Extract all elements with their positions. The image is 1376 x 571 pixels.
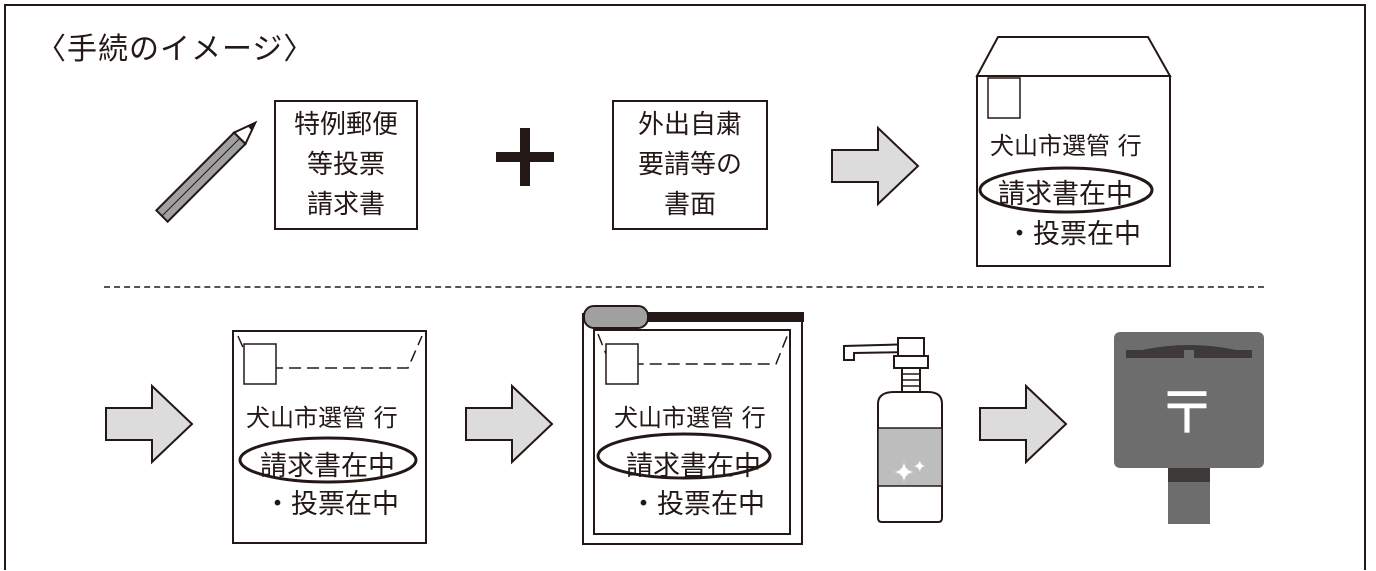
pencil-icon: [154, 120, 258, 224]
postbox-mark: 〒: [1158, 379, 1217, 447]
post-box-icon: [1114, 332, 1264, 524]
sanitizer-bottle-icon: [843, 337, 943, 523]
envelope-sub-text: ・投票在中: [630, 489, 765, 520]
envelope-sub-text: ・投票在中: [264, 489, 399, 520]
envelope-sub-text: ・投票在中: [1006, 219, 1141, 250]
envelope-circled-text: 請求書在中: [998, 179, 1133, 210]
stay-home-doc: 外出自粛 要請等の 書面: [612, 100, 768, 230]
arrow-right-icon: [105, 383, 194, 465]
plus-icon: [496, 128, 554, 186]
envelope-circled-text: 請求書在中: [626, 451, 761, 482]
request-form-text: 特例郵便 等投票 請求書: [293, 110, 398, 220]
request-form-doc: 特例郵便 等投票 請求書: [274, 100, 418, 230]
envelope-icon: [975, 36, 1172, 267]
stay-home-doc-text: 外出自粛 要請等の 書面: [637, 110, 742, 220]
envelope-icon: [232, 330, 427, 544]
arrow-right-icon: [979, 383, 1068, 465]
envelope-address: 犬山市選管 行: [990, 132, 1142, 160]
divider-line: [104, 286, 1264, 288]
arrow-right-icon: [465, 383, 554, 465]
page-title: 〈手続のイメージ〉: [36, 32, 315, 67]
sparkle-icon: [894, 460, 925, 482]
envelope-address: 犬山市選管 行: [614, 404, 766, 432]
zip-bag-icon: [582, 305, 804, 545]
envelope-address: 犬山市選管 行: [246, 404, 398, 432]
diagram-frame: [4, 4, 1366, 570]
arrow-right-icon: [831, 125, 920, 207]
envelope-circled-text: 請求書在中: [260, 451, 395, 482]
